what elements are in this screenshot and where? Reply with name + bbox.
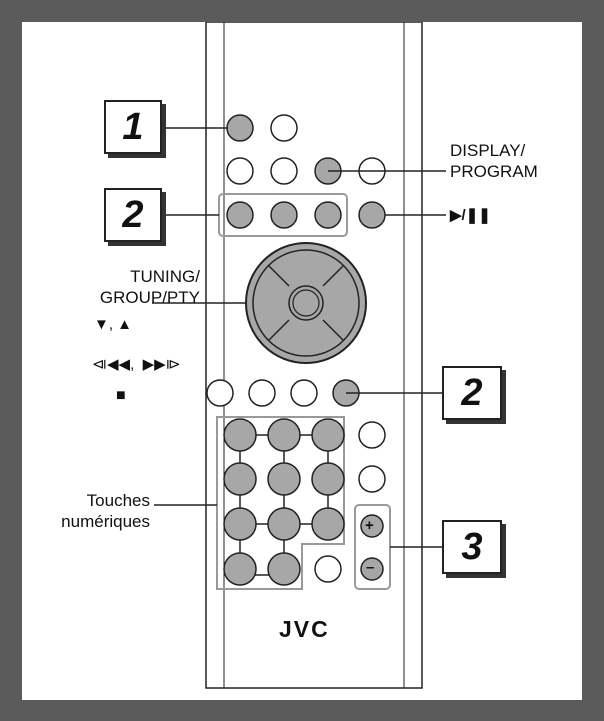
remote-button[interactable] (270, 157, 298, 185)
display-program-label: DISPLAY/ PROGRAM (450, 141, 538, 181)
navigation-pad (245, 242, 367, 364)
play-pause-label: ▶/❚❚ (450, 207, 491, 224)
digit-button[interactable] (311, 507, 345, 541)
play-pause-button[interactable] (358, 201, 386, 229)
digit-button[interactable] (223, 418, 257, 452)
remote-button[interactable] (248, 379, 276, 407)
callout-1: 1 (104, 100, 162, 154)
numeric-keypad-group (216, 416, 345, 590)
jvc-logo: JVC (279, 616, 330, 642)
diagram-panel: 1 2 2 3 DISPLAY/ PROGRAM ▶/❚❚ TUNING/ GR… (22, 22, 582, 700)
remote-diagram (152, 22, 446, 689)
digit-button[interactable] (223, 507, 257, 541)
volume-down-button[interactable] (360, 557, 384, 581)
standby-button[interactable] (226, 114, 254, 142)
source-button[interactable] (226, 201, 254, 229)
nav-pad-center[interactable] (288, 285, 324, 321)
leader-lines (152, 127, 446, 548)
digit-button[interactable] (267, 418, 301, 452)
tuning-label: TUNING/ GROUP/PTY (99, 267, 200, 307)
digit-button[interactable] (267, 507, 301, 541)
callout-3: 3 (442, 520, 502, 574)
callout-2-right: 2 (442, 366, 502, 420)
remote-button[interactable] (290, 379, 318, 407)
down-up-label: ▼, ▲ (94, 316, 133, 333)
volume-plus-glyph: + (365, 517, 374, 534)
callout-2-top: 2 (104, 188, 162, 242)
digit-button[interactable] (267, 462, 301, 496)
numeric-keys-label: Touches numériques (61, 491, 150, 531)
remote-button[interactable] (358, 465, 386, 493)
remote-button[interactable] (226, 157, 254, 185)
remote-button[interactable] (314, 555, 342, 583)
digit-button[interactable] (311, 418, 345, 452)
digit-button[interactable] (267, 552, 301, 586)
remote-button[interactable] (206, 379, 234, 407)
stop-label: ■ (116, 387, 126, 404)
volume-minus-glyph: – (366, 559, 375, 576)
source-button[interactable] (314, 201, 342, 229)
source-button[interactable] (270, 201, 298, 229)
digit-button[interactable] (311, 462, 345, 496)
remote-button[interactable] (270, 114, 298, 142)
digit-button[interactable] (223, 552, 257, 586)
remote-button[interactable] (358, 421, 386, 449)
volume-up-button[interactable] (360, 514, 384, 538)
digit-button[interactable] (223, 462, 257, 496)
skip-label: ⧏◀◀, ▶▶⧐ (92, 356, 181, 373)
